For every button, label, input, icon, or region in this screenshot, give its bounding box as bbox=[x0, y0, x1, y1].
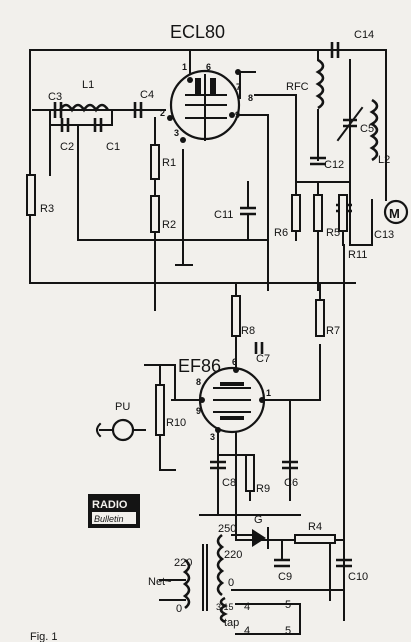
resistor-r6 bbox=[291, 194, 301, 232]
tap-4a-label: 4 bbox=[244, 601, 250, 613]
ef86-pin-8: 8 bbox=[196, 377, 201, 387]
resistor-r7 bbox=[315, 299, 325, 337]
capacitor-c11 bbox=[240, 181, 256, 241]
ecl80-pin-3: 3 bbox=[174, 128, 179, 138]
capacitor-c4-label: C4 bbox=[140, 89, 154, 101]
capacitor-c11-label: C11 bbox=[214, 209, 233, 221]
capacitor-c1 bbox=[93, 118, 103, 132]
ef86-tube bbox=[198, 366, 266, 434]
capacitor-c6 bbox=[282, 460, 298, 470]
net-label: Net~ bbox=[148, 576, 172, 588]
resistor-r3 bbox=[26, 174, 36, 216]
logo-line2: Bulletin bbox=[94, 514, 124, 524]
capacitor-c9-label: C9 bbox=[278, 571, 292, 583]
inductor-l1 bbox=[58, 103, 110, 113]
resistor-r8 bbox=[231, 295, 241, 337]
secondary-220-label: 220 bbox=[224, 549, 242, 561]
resistor-r11 bbox=[338, 194, 348, 232]
capacitor-c10 bbox=[336, 558, 352, 568]
resistor-r11-label: R11 bbox=[348, 249, 367, 261]
inductor-rfc-label: RFC bbox=[286, 81, 309, 93]
ecl80-pin-2: 2 bbox=[160, 108, 165, 118]
diode-g-label: G bbox=[254, 514, 263, 526]
figure-caption: Fig. 1 bbox=[30, 631, 58, 642]
resistor-r6-label: R6 bbox=[274, 227, 288, 239]
resistor-r2 bbox=[150, 195, 160, 233]
capacitor-c14 bbox=[330, 42, 340, 58]
capacitor-c3-label: C3 bbox=[48, 91, 62, 103]
capacitor-c12 bbox=[310, 156, 326, 166]
resistor-r10-label: R10 bbox=[166, 417, 186, 429]
resistor-r5-label: R5 bbox=[326, 227, 340, 239]
ecl80-pin-7: 7 bbox=[236, 82, 241, 92]
capacitor-c12-label: C12 bbox=[324, 159, 344, 171]
primary-0-label: 0 bbox=[176, 603, 182, 615]
ecl80-pin-6: 6 bbox=[206, 62, 211, 72]
capacitor-c7 bbox=[254, 342, 264, 354]
inductor-l2-label: L2 bbox=[378, 154, 390, 166]
ef86-pin-1: 1 bbox=[266, 388, 271, 398]
resistor-r9 bbox=[245, 454, 255, 492]
secondary-250-label: 250 bbox=[218, 523, 236, 535]
resistor-r4 bbox=[294, 534, 336, 544]
ecl80-pin-9: 9 bbox=[235, 110, 240, 120]
tap-315-label: 3,15 bbox=[216, 602, 234, 612]
tap-5b-label: 5 bbox=[285, 625, 291, 637]
capacitor-c4 bbox=[133, 102, 143, 118]
motor-symbol bbox=[383, 199, 409, 225]
radio-bulletin-logo bbox=[88, 494, 140, 528]
ef86-pin-9: 9 bbox=[196, 406, 201, 416]
ef86-pin-6: 6 bbox=[232, 357, 237, 367]
power-transformer bbox=[182, 533, 228, 624]
capacitor-c8-label: C8 bbox=[222, 477, 236, 489]
diode-g bbox=[252, 527, 269, 549]
ef86-pin-3: 3 bbox=[210, 432, 215, 442]
ecl80-label: ECL80 bbox=[170, 22, 225, 42]
motor-label: M bbox=[389, 206, 400, 221]
capacitor-c9 bbox=[274, 558, 290, 568]
capacitor-c2 bbox=[60, 118, 70, 132]
inductor-l2 bbox=[369, 98, 379, 162]
capacitor-c6-label: C6 bbox=[284, 477, 298, 489]
inductor-rfc bbox=[315, 58, 325, 110]
capacitor-c3 bbox=[53, 102, 63, 118]
resistor-r2-label: R2 bbox=[162, 219, 176, 231]
resistor-r4-label: R4 bbox=[308, 521, 322, 533]
capacitor-c5 bbox=[336, 106, 364, 142]
pickup-symbol bbox=[111, 418, 135, 442]
tap-label: tap bbox=[224, 617, 239, 629]
inductor-l1-label: L1 bbox=[82, 79, 94, 91]
ef86-label: EF86 bbox=[178, 356, 221, 376]
ecl80-pin-1: 1 bbox=[182, 62, 187, 72]
primary-220-label: 220 bbox=[174, 557, 192, 569]
resistor-r8-label: R8 bbox=[241, 325, 255, 337]
ecl80-pin-8: 8 bbox=[248, 93, 253, 103]
capacitor-c5-label: C5 bbox=[360, 123, 374, 135]
resistor-r10 bbox=[155, 384, 165, 436]
capacitor-c10-label: C10 bbox=[348, 571, 368, 583]
capacitor-c14-label: C14 bbox=[354, 29, 374, 41]
tap-4b-label: 4 bbox=[244, 625, 250, 637]
resistor-r9-label: R9 bbox=[256, 483, 270, 495]
capacitor-c1-label: C1 bbox=[106, 141, 120, 153]
resistor-r1 bbox=[150, 144, 160, 180]
capacitor-c13-label: C13 bbox=[374, 229, 394, 241]
ecl80-tube bbox=[167, 69, 241, 143]
resistor-r7-label: R7 bbox=[326, 325, 340, 337]
resistor-r1-label: R1 bbox=[162, 157, 176, 169]
capacitor-c8 bbox=[210, 460, 226, 470]
capacitor-c7-label: C7 bbox=[256, 353, 270, 365]
pickup-label: PU bbox=[115, 401, 130, 413]
secondary-0-label: 0 bbox=[228, 577, 234, 589]
logo-line1: RADIO bbox=[92, 499, 128, 511]
resistor-r3-label: R3 bbox=[40, 203, 54, 215]
capacitor-c2-label: C2 bbox=[60, 141, 74, 153]
resistor-r5 bbox=[313, 194, 323, 232]
